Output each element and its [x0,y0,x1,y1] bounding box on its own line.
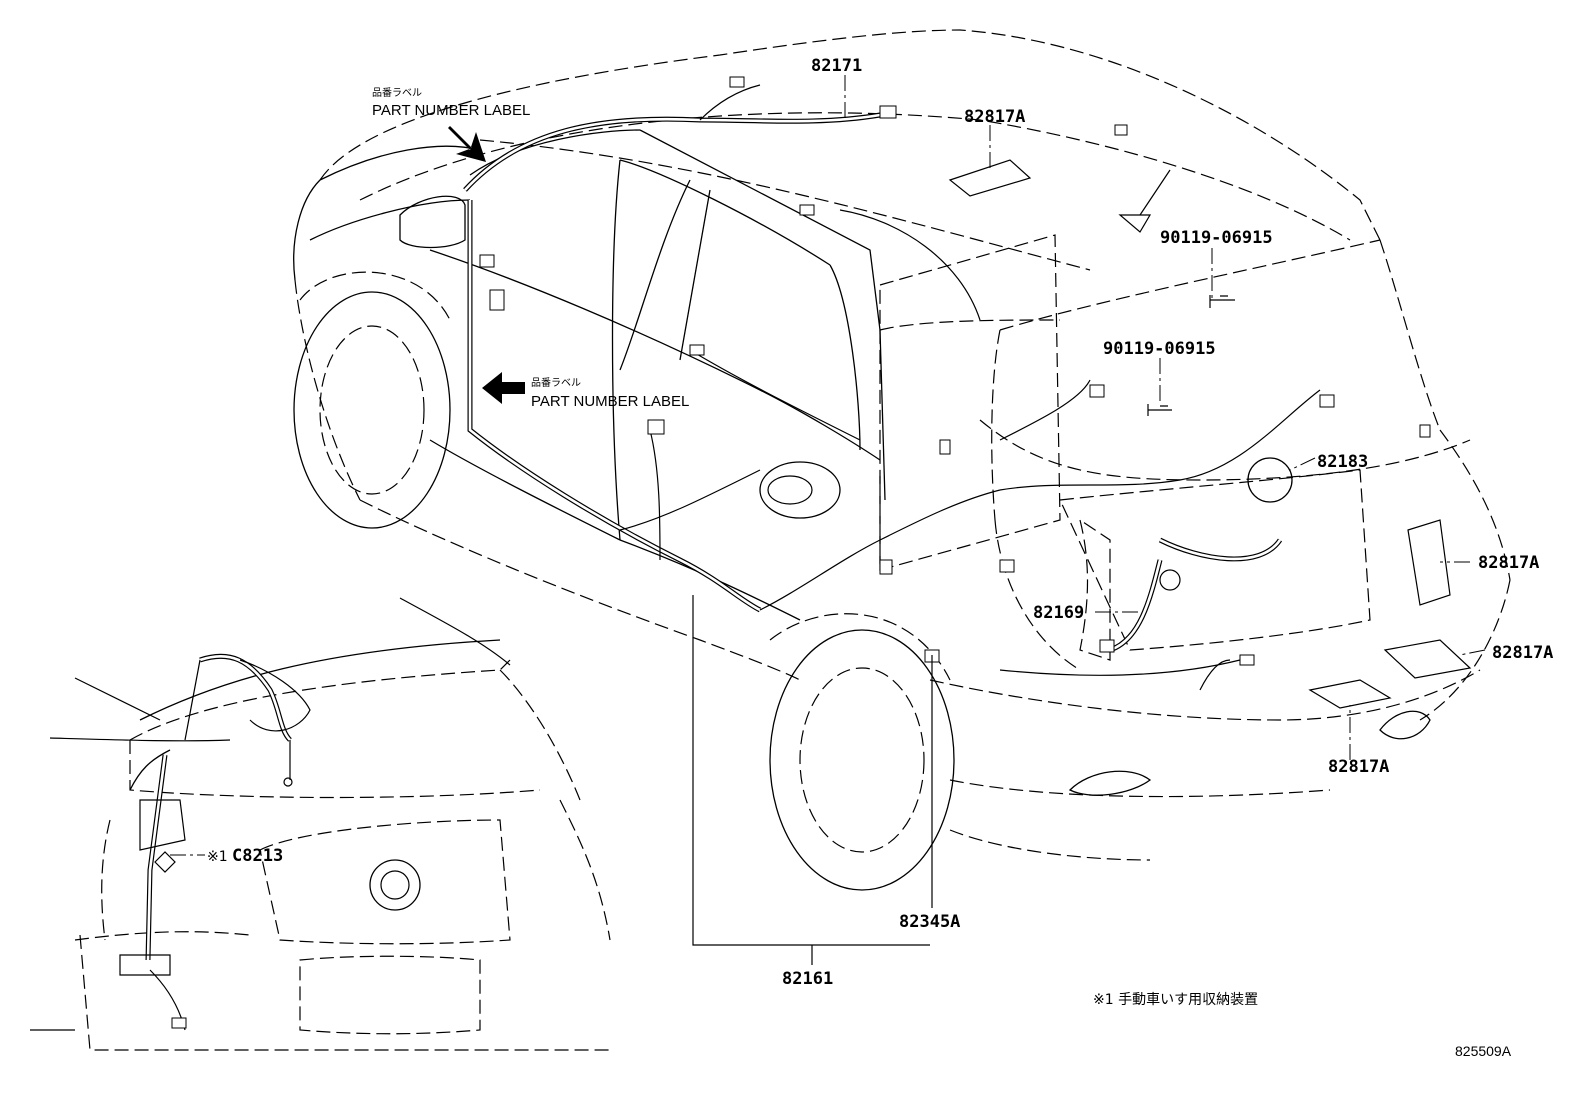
wire-harness-hatch [999,537,1283,691]
inset-vehicle [30,597,611,1051]
c8213-mark: ※1 [207,849,228,865]
antenna-icon [1118,169,1171,233]
label-sticker-bumper [1383,639,1472,679]
part-number-82169: 82169 [1033,603,1084,623]
part-number-82171: 82171 [811,56,862,76]
label-jp-2: 品番ラベル [531,377,581,389]
part-number-90119-b: 90119-06915 [1103,339,1216,359]
part-number-82345a: 82345A [899,912,960,932]
part-labels: 82171 82817A 90119-06915 90119-06915 821… [207,56,1553,989]
wire-harness-floor [467,200,1321,613]
part-number-82161: 82161 [782,969,833,989]
part-number-label-callouts: 品番ラベル PART NUMBER LABEL 品番ラベル PART NUMBE… [372,87,689,410]
bolt-icon-2 [1147,404,1172,416]
wire-harness-roof [463,76,897,192]
label-sticker-right [1407,519,1451,606]
part-number-c8213: C8213 [232,846,283,866]
label-en-2: PART NUMBER LABEL [531,393,689,410]
label-sticker-bottom [1308,679,1392,709]
bolt-icon [1209,295,1235,308]
main-vehicle [293,29,1511,891]
part-number-82817a-roof: 82817A [964,107,1025,127]
leader-lines [170,75,1486,965]
arrow-icon-2 [482,372,525,404]
label-en-1: PART NUMBER LABEL [372,102,530,119]
part-number-82817a-bottom: 82817A [1328,757,1389,777]
part-number-90119-a: 90119-06915 [1160,228,1273,248]
footnote: ※1 手動車いす用収納装置 [1093,991,1258,1008]
part-number-82817a-right2: 82817A [1492,643,1553,663]
diagram-code: 825509A [1455,1043,1512,1059]
arrow-icon-1 [448,126,486,162]
part-number-82817a-right: 82817A [1478,553,1539,573]
part-number-82183: 82183 [1317,452,1368,472]
label-jp-1: 品番ラベル [372,87,422,99]
